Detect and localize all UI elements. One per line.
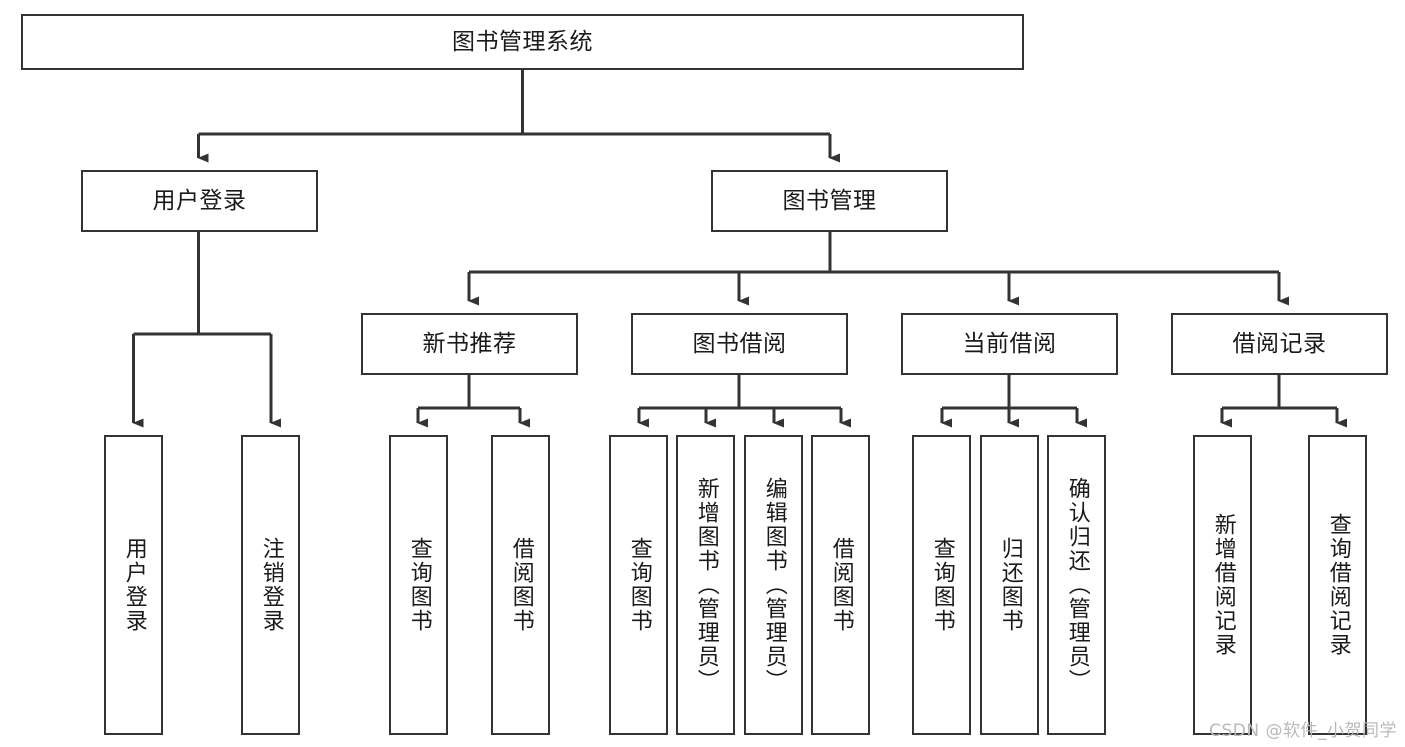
node-label: 当前借阅 — [962, 330, 1057, 357]
node-book-borrow[interactable]: 图书借阅 — [631, 313, 848, 375]
node-borrow-record[interactable]: 借阅记录 — [1171, 313, 1388, 375]
leaf-confirm-return[interactable]: 确认归还（管理员） — [1047, 435, 1106, 735]
node-current-borrow[interactable]: 当前借阅 — [901, 313, 1118, 375]
node-label: 用户登录 — [121, 537, 147, 633]
csdn-watermark: CSDN @软件_小贺同学 — [1209, 721, 1397, 741]
leaf-user-login[interactable]: 用户登录 — [104, 435, 163, 735]
node-label: 图书借阅 — [692, 330, 787, 357]
leaf-borrow-book[interactable]: 借阅图书 — [811, 435, 870, 735]
node-label: 查询图书 — [626, 537, 652, 633]
node-label: 借阅图书 — [828, 537, 854, 633]
node-new-book-recommend[interactable]: 新书推荐 — [361, 313, 578, 375]
node-label: 新增图书（管理员） — [693, 477, 719, 693]
leaf-edit-book[interactable]: 编辑图书（管理员） — [744, 435, 803, 735]
node-label: 编辑图书（管理员） — [761, 477, 787, 693]
node-label: 归还图书 — [997, 537, 1023, 633]
node-label: 新书推荐 — [422, 330, 517, 357]
node-label: 查询图书 — [406, 537, 432, 633]
node-label: 图书管理系统 — [452, 28, 593, 55]
leaf-return-book[interactable]: 归还图书 — [980, 435, 1039, 735]
node-label: 图书管理 — [782, 187, 877, 214]
leaf-logout-login[interactable]: 注销登录 — [241, 435, 300, 735]
node-label: 借阅图书 — [508, 537, 534, 633]
leaf-borrow-book-recommend[interactable]: 借阅图书 — [491, 435, 550, 735]
leaf-query-borrow-record[interactable]: 查询借阅记录 — [1308, 435, 1367, 735]
node-label: 查询借阅记录 — [1325, 513, 1351, 657]
node-user-login[interactable]: 用户登录 — [81, 170, 318, 232]
leaf-query-book-current[interactable]: 查询图书 — [912, 435, 971, 735]
leaf-add-book[interactable]: 新增图书（管理员） — [676, 435, 735, 735]
node-label: 确认归还（管理员） — [1064, 477, 1090, 693]
leaf-add-borrow-record[interactable]: 新增借阅记录 — [1193, 435, 1252, 735]
node-label: 用户登录 — [152, 187, 247, 214]
node-book-manage[interactable]: 图书管理 — [711, 170, 948, 232]
node-label: 新增借阅记录 — [1210, 513, 1236, 657]
node-root-system[interactable]: 图书管理系统 — [21, 14, 1024, 70]
node-label: 借阅记录 — [1232, 330, 1327, 357]
node-label: 查询图书 — [929, 537, 955, 633]
leaf-query-book-recommend[interactable]: 查询图书 — [389, 435, 448, 735]
leaf-query-book-borrow[interactable]: 查询图书 — [609, 435, 668, 735]
node-label: 注销登录 — [258, 537, 284, 633]
